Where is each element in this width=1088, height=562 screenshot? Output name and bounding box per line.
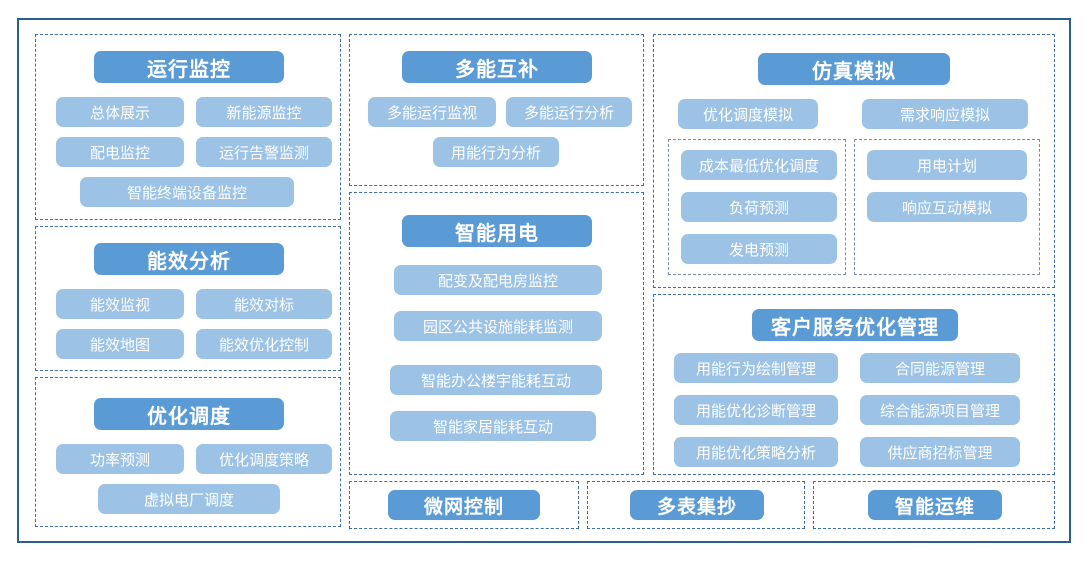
pill-virtual-power-plant-dispatch[interactable]: 虚拟电厂调度 <box>98 484 280 514</box>
pill-demand-response-simulation[interactable]: 需求响应模拟 <box>862 99 1028 129</box>
pill-lowest-cost-optimized-dispatch[interactable]: 成本最低优化调度 <box>681 150 837 180</box>
pill-multi-energy-operation-monitoring[interactable]: 多能运行监视 <box>368 97 496 127</box>
pill-power-forecast[interactable]: 功率预测 <box>56 444 184 474</box>
pill-load-forecast[interactable]: 负荷预测 <box>681 192 837 222</box>
diagram-frame: 运行监控 总体展示 新能源监控 配电监控 运行告警监测 智能终端设备监控 能效分… <box>17 18 1071 543</box>
pill-response-interaction-simulation[interactable]: 响应互动模拟 <box>867 192 1027 222</box>
pill-contract-energy-management[interactable]: 合同能源管理 <box>860 353 1020 383</box>
pill-optimized-dispatch-simulation[interactable]: 优化调度模拟 <box>678 99 818 129</box>
panel-energy-efficiency-analysis[interactable]: 能效分析 能效监视 能效对标 能效地图 能效优化控制 <box>35 226 341 371</box>
pill-energy-behavior-mapping-management[interactable]: 用能行为绘制管理 <box>674 353 838 383</box>
panel-title-microgrid-control: 微网控制 <box>388 490 540 520</box>
pill-transformer-distribution-room-monitoring[interactable]: 配变及配电房监控 <box>394 265 602 295</box>
panel-multi-meter-reading[interactable]: 多表集抄 <box>587 481 805 529</box>
pill-electricity-usage-plan[interactable]: 用电计划 <box>867 150 1027 180</box>
panel-multi-energy-complementarity[interactable]: 多能互补 多能运行监视 多能运行分析 用能行为分析 <box>349 34 644 186</box>
panel-customer-service-optimization[interactable]: 客户服务优化管理 用能行为绘制管理 用能优化诊断管理 用能优化策略分析 合同能源… <box>653 294 1055 475</box>
panel-smart-operation-maintenance[interactable]: 智能运维 <box>813 481 1055 529</box>
panel-simulation[interactable]: 仿真模拟 优化调度模拟 需求响应模拟 成本最低优化调度 负荷预测 发电预测 用电… <box>653 34 1055 288</box>
pill-energy-optimization-strategy-analysis[interactable]: 用能优化策略分析 <box>674 437 838 467</box>
pill-efficiency-map[interactable]: 能效地图 <box>56 329 184 359</box>
pill-supplier-bidding-management[interactable]: 供应商招标管理 <box>860 437 1020 467</box>
pill-energy-optimization-diagnosis-management[interactable]: 用能优化诊断管理 <box>674 395 838 425</box>
panel-title-smart-electricity: 智能用电 <box>402 215 592 247</box>
pill-efficiency-benchmarking[interactable]: 能效对标 <box>196 289 332 319</box>
panel-optimized-dispatch[interactable]: 优化调度 功率预测 优化调度策略 虚拟电厂调度 <box>35 377 341 527</box>
pill-smart-home-energy-interaction[interactable]: 智能家居能耗互动 <box>390 411 596 441</box>
panel-title-multi-meter-reading: 多表集抄 <box>630 490 764 520</box>
pill-energy-use-behavior-analysis[interactable]: 用能行为分析 <box>433 137 559 167</box>
panel-title-customer-service-optimization: 客户服务优化管理 <box>752 309 958 341</box>
pill-integrated-energy-project-management[interactable]: 综合能源项目管理 <box>860 395 1020 425</box>
pill-smart-terminal-device-monitoring[interactable]: 智能终端设备监控 <box>80 177 294 207</box>
pill-generation-forecast[interactable]: 发电预测 <box>681 234 837 264</box>
pill-optimized-dispatch-strategy[interactable]: 优化调度策略 <box>196 444 332 474</box>
pill-distribution-monitoring[interactable]: 配电监控 <box>56 137 184 167</box>
panel-title-multi-energy-complementarity: 多能互补 <box>402 51 592 83</box>
pill-operation-alarm-monitoring[interactable]: 运行告警监测 <box>196 137 332 167</box>
subgroup-demand-response: 用电计划 响应互动模拟 <box>854 139 1040 275</box>
pill-overall-display[interactable]: 总体展示 <box>56 97 184 127</box>
pill-efficiency-optimization-control[interactable]: 能效优化控制 <box>196 329 332 359</box>
panel-title-operation-monitoring: 运行监控 <box>94 51 284 83</box>
pill-smart-office-building-energy-interaction[interactable]: 智能办公楼宇能耗互动 <box>390 365 602 395</box>
pill-new-energy-monitoring[interactable]: 新能源监控 <box>196 97 332 127</box>
panel-title-smart-operation-maintenance: 智能运维 <box>868 490 1002 520</box>
pill-multi-energy-operation-analysis[interactable]: 多能运行分析 <box>506 97 632 127</box>
panel-smart-electricity[interactable]: 智能用电 配变及配电房监控 园区公共设施能耗监测 智能办公楼宇能耗互动 智能家居… <box>349 192 644 475</box>
pill-park-public-facility-energy-monitoring[interactable]: 园区公共设施能耗监测 <box>394 311 602 341</box>
panel-title-energy-efficiency-analysis: 能效分析 <box>94 243 284 275</box>
panel-title-optimized-dispatch: 优化调度 <box>94 398 284 430</box>
panel-title-simulation: 仿真模拟 <box>758 53 950 85</box>
panel-microgrid-control[interactable]: 微网控制 <box>349 481 579 529</box>
panel-operation-monitoring[interactable]: 运行监控 总体展示 新能源监控 配电监控 运行告警监测 智能终端设备监控 <box>35 34 341 220</box>
pill-efficiency-monitoring[interactable]: 能效监视 <box>56 289 184 319</box>
subgroup-dispatch-simulation: 成本最低优化调度 负荷预测 发电预测 <box>668 139 846 275</box>
